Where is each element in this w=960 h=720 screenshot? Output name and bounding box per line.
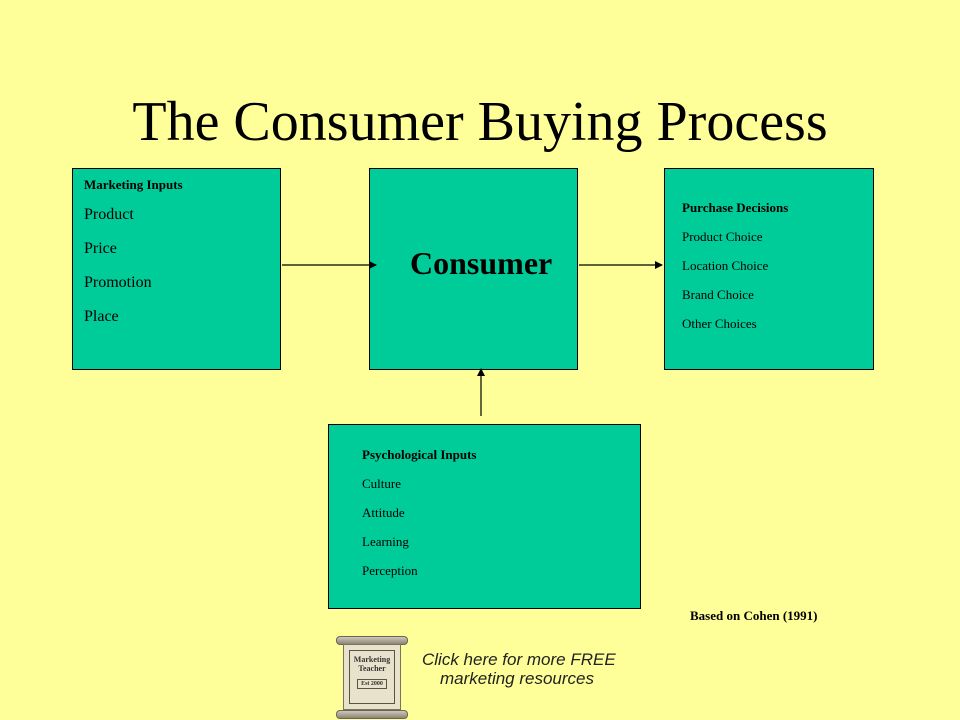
page-title: The Consumer Buying Process [132, 91, 828, 153]
purchase-decision-other-choices: Other Choices [682, 316, 757, 331]
marketing-inputs-heading: Marketing Inputs [84, 177, 183, 192]
purchase-decisions-box: Purchase Decisions Product Choice Locati… [664, 168, 874, 370]
source-credit: Based on Cohen (1991) [690, 608, 818, 623]
logo-est: Est 2000 [357, 678, 387, 690]
purchase-decisions-heading: Purchase Decisions [682, 200, 789, 215]
psychological-input-culture: Culture [362, 476, 401, 491]
logo-line-1: Marketing [353, 655, 391, 664]
psychological-inputs-heading: Psychological Inputs [362, 447, 477, 462]
scroll-rod-bottom [336, 710, 408, 719]
psychological-inputs-box: Psychological Inputs Culture Attitude Le… [328, 424, 641, 609]
logo-frame: Marketing Teacher Est 2000 [349, 650, 395, 704]
psychological-input-perception: Perception [362, 563, 418, 578]
consumer-label: Consumer [410, 245, 553, 281]
purchase-decision-brand-choice: Brand Choice [682, 287, 754, 302]
marketing-input-price: Price [84, 240, 117, 257]
purchase-decision-product-choice: Product Choice [682, 229, 763, 244]
free-resources-banner-link[interactable]: Marketing Teacher Est 2000 Click here fo… [334, 632, 624, 720]
purchase-decision-location-choice: Location Choice [682, 258, 769, 273]
scroll-paper: Marketing Teacher Est 2000 [343, 644, 401, 710]
consumer-box: Consumer [369, 168, 578, 370]
banner-text[interactable]: Click here for more FREE marketing resou… [422, 650, 616, 688]
banner-text-line-2: marketing resources [440, 669, 595, 689]
banner-text-line-1: Click here for more FREE [422, 650, 616, 669]
psychological-input-attitude: Attitude [362, 505, 405, 520]
marketing-inputs-box: Marketing Inputs Product Price Promotion… [72, 168, 281, 370]
marketing-input-promotion: Promotion [84, 274, 152, 291]
logo-line-2: Teacher [358, 663, 386, 673]
marketing-teacher-logo: Marketing Teacher Est 2000 [336, 632, 408, 720]
psychological-input-learning: Learning [362, 534, 409, 549]
marketing-input-place: Place [84, 308, 119, 325]
marketing-input-product: Product [84, 206, 134, 223]
